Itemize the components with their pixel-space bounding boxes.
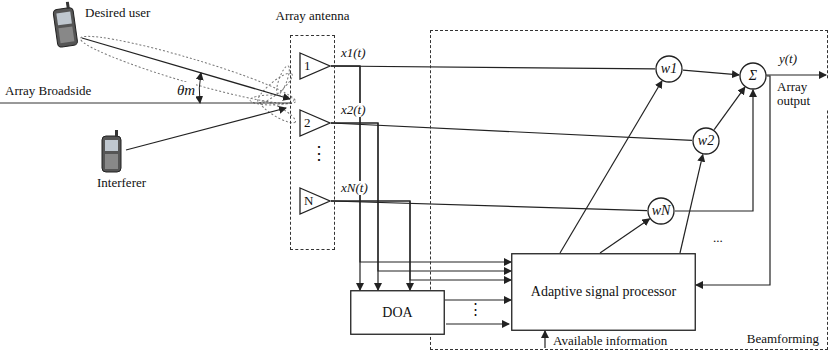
interference-arrow — [126, 108, 286, 150]
output-line — [766, 74, 826, 75]
signal-connector — [331, 123, 378, 290]
doa-output-arrow — [446, 323, 509, 324]
antenna-element: 1 — [299, 52, 331, 80]
signal-connector — [675, 90, 753, 211]
signal-connector — [600, 219, 650, 253]
axis-label: Array Broadside — [4, 84, 92, 98]
signal-connector — [560, 81, 662, 253]
user-label: Desired user — [84, 6, 151, 20]
signal-connector — [331, 123, 692, 140]
broadside-line — [0, 103, 292, 104]
signal-name: xN(t) — [340, 181, 369, 195]
node-text: Adaptive signal processor — [531, 284, 676, 299]
signal-connector — [331, 66, 360, 290]
shape-outline — [299, 109, 331, 137]
beam-line — [82, 38, 290, 99]
signal-connector — [331, 201, 511, 280]
signal-connector — [683, 70, 739, 75]
ellipsis: ... — [712, 231, 724, 245]
beamforming-box: Beamforming w1 w2 wN Σ Adaptive signal proces… — [430, 30, 828, 350]
antenna-array-box: Array antenna12N — [290, 35, 335, 250]
signal-connector — [714, 87, 745, 129]
shape-outline — [299, 52, 331, 80]
phone-icon — [52, 1, 78, 47]
signal-connector — [331, 201, 410, 290]
summer-circle: Σ — [739, 62, 767, 90]
node-text: wN — [652, 203, 671, 218]
doa-box: DOA — [350, 290, 445, 335]
input-arrow — [544, 331, 545, 348]
node-text: 2 — [304, 116, 311, 130]
signal-connector — [331, 66, 511, 262]
shape-outline — [299, 187, 331, 215]
ellipsis: ⋮ — [467, 301, 484, 318]
output-label: Array output — [776, 80, 828, 109]
angle-label: θm — [176, 82, 196, 99]
node-text: Array antenna — [276, 9, 350, 23]
user-label: Interferer — [96, 176, 147, 190]
node-text: 1 — [304, 59, 311, 73]
signal-name: y(t) — [778, 52, 798, 66]
phone-icon — [102, 130, 121, 172]
signal-name: x1(t) — [340, 46, 367, 60]
signal-name: x2(t) — [340, 103, 367, 117]
input-label: Available information — [552, 334, 668, 348]
weight-circle: w1 — [655, 55, 683, 83]
signal-connector — [331, 123, 511, 271]
node-text: Σ — [749, 68, 757, 83]
node-text: N — [304, 194, 313, 208]
node-text: w2 — [698, 133, 714, 148]
signal-connector — [680, 155, 703, 253]
node-text: w1 — [661, 61, 677, 76]
angle-arc — [199, 73, 201, 103]
ellipsis: ⋮ — [309, 144, 329, 164]
signal-connector — [331, 66, 655, 69]
weight-circle: w2 — [692, 127, 720, 155]
node-text: DOA — [382, 305, 412, 320]
antenna-element: N — [299, 187, 331, 215]
weight-circle: wN — [647, 197, 675, 225]
beam-pattern — [77, 27, 299, 126]
processor-box: Adaptive signal processor — [511, 253, 696, 331]
signal-connector — [696, 76, 770, 285]
node-text: Beamforming — [747, 332, 819, 346]
antenna-element: 2 — [299, 109, 331, 137]
